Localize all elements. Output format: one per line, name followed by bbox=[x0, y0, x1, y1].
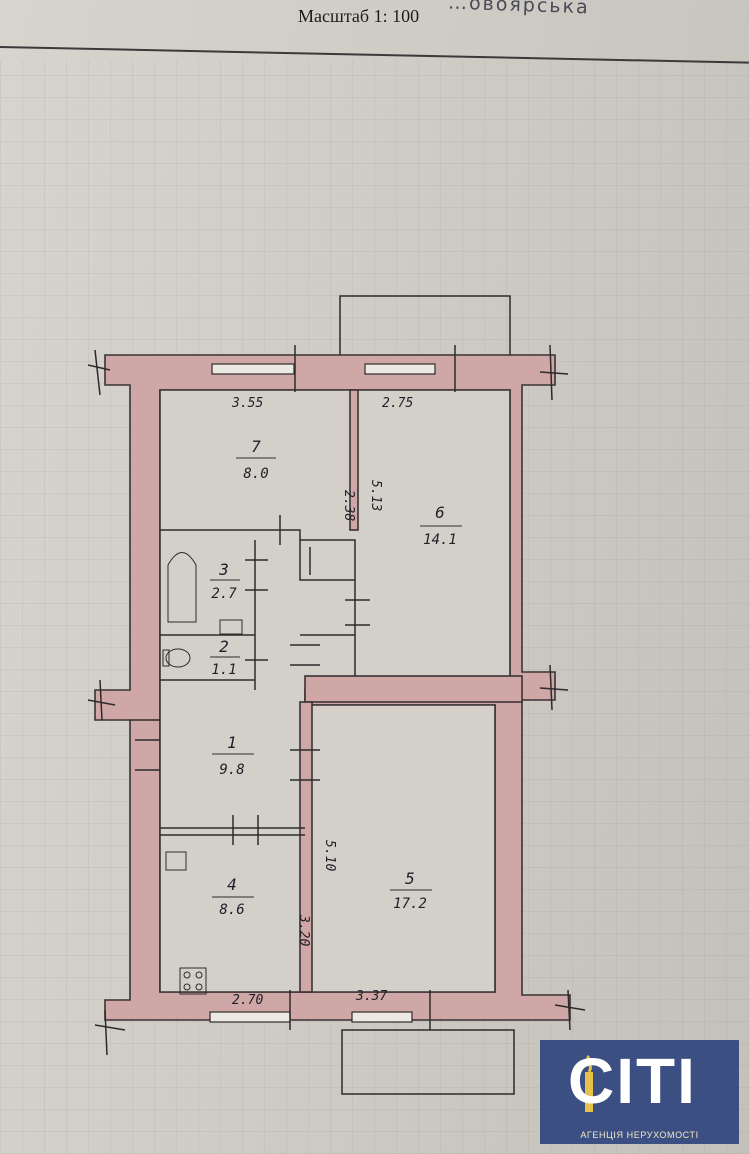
room-3: 3 2.7 bbox=[210, 560, 240, 602]
wall-room7-room6 bbox=[349, 389, 359, 531]
balcony-bottom bbox=[341, 1029, 515, 1095]
wall-middle bbox=[304, 675, 523, 703]
room-2: 2 1.1 bbox=[210, 637, 240, 678]
svg-text:17.2: 17.2 bbox=[393, 896, 427, 912]
axis-ticks bbox=[87, 344, 586, 1056]
dim-bottom-right: 3.37 bbox=[355, 989, 387, 1004]
dim-room6-height: 5.13 bbox=[368, 480, 383, 511]
sink-icon bbox=[219, 619, 243, 635]
svg-text:14.1: 14.1 bbox=[423, 532, 457, 548]
dim-room4-height: 3.20 bbox=[296, 914, 311, 946]
logo-name: CITI bbox=[568, 1045, 697, 1117]
svg-text:5: 5 bbox=[405, 869, 415, 888]
dim-room5-height: 5.10 bbox=[322, 840, 337, 871]
dim-top-right: 2.75 bbox=[382, 396, 413, 411]
room-1: 1 9.8 bbox=[212, 733, 254, 778]
svg-text:7: 7 bbox=[251, 437, 261, 456]
agency-logo: CITI АГЕНЦІЯ НЕРУХОМОСТІ bbox=[540, 1040, 739, 1144]
room-5: 5 17.2 bbox=[390, 869, 432, 912]
stove-icon bbox=[179, 967, 207, 995]
toilet-icon bbox=[165, 648, 191, 668]
window-bottom-right bbox=[351, 1011, 413, 1023]
svg-text:6: 6 bbox=[435, 503, 445, 522]
door-marks bbox=[135, 345, 456, 1030]
svg-text:8.0: 8.0 bbox=[243, 466, 268, 482]
logo-subtitle: АГЕНЦІЯ НЕРУХОМОСТІ bbox=[580, 1130, 699, 1140]
torch-icon bbox=[585, 1055, 593, 1112]
dim-top-left: 3.55 bbox=[231, 396, 263, 411]
svg-text:1.1: 1.1 bbox=[211, 662, 236, 678]
wall-room1-room5 bbox=[299, 701, 313, 993]
svg-text:1: 1 bbox=[227, 733, 237, 752]
svg-text:2: 2 bbox=[219, 637, 229, 656]
scale-label: Масштаб 1: 100 bbox=[298, 6, 420, 26]
window-top-left bbox=[211, 363, 295, 375]
svg-text:4: 4 bbox=[227, 875, 237, 894]
room-4: 4 8.6 bbox=[212, 875, 254, 918]
room-7: 7 8.0 bbox=[236, 437, 276, 482]
window-bottom-left bbox=[209, 1011, 291, 1023]
room-6: 6 14.1 bbox=[420, 503, 462, 548]
bathtub-icon bbox=[167, 552, 197, 623]
svg-text:8.6: 8.6 bbox=[219, 902, 244, 918]
window-top-right bbox=[364, 363, 436, 375]
balcony-top bbox=[339, 295, 511, 359]
svg-text:3: 3 bbox=[218, 560, 229, 579]
svg-text:9.8: 9.8 bbox=[219, 762, 244, 778]
kitchen-sink-icon bbox=[165, 851, 187, 871]
svg-text:2.7: 2.7 bbox=[211, 586, 237, 602]
dim-bottom-left: 2.70 bbox=[232, 993, 263, 1008]
dim-room7-height: 2.38 bbox=[341, 490, 356, 521]
